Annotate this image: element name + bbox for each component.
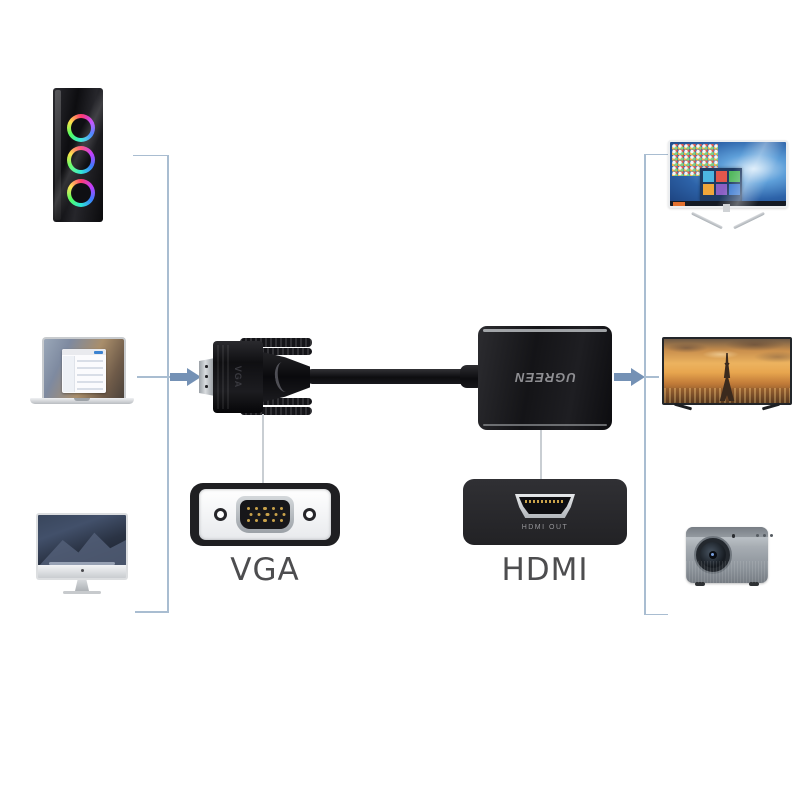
vga-pin — [255, 506, 259, 511]
arrow-head — [187, 368, 201, 386]
windows-monitor-icon — [668, 140, 788, 234]
vga-pin — [247, 518, 251, 523]
projector-lens-icon — [694, 536, 732, 574]
lens-core — [709, 551, 717, 559]
monitor-screen — [670, 142, 786, 206]
laptop-screen — [42, 337, 126, 400]
projector-icon — [686, 527, 768, 586]
vga-pin — [279, 506, 283, 511]
vga-pin-row — [247, 512, 289, 517]
window-button — [94, 350, 103, 354]
macbook-laptop-icon — [30, 337, 134, 405]
led-tv-icon — [662, 337, 792, 413]
wallpaper-mountain — [38, 532, 126, 567]
desktop-icons — [672, 144, 718, 176]
projector-buttons — [756, 534, 759, 537]
vga-port-closeup-icon — [190, 483, 340, 546]
vga-pin — [282, 512, 286, 517]
projector-foot — [695, 582, 705, 586]
imac-desktop-icon — [36, 513, 128, 594]
rgb-fan-icon — [67, 146, 95, 174]
projector-foot — [749, 582, 759, 586]
vga-pin-row — [244, 518, 286, 523]
dsub-face — [240, 500, 290, 529]
vga-thumbscrew — [240, 406, 312, 415]
hdmi-port-closeup-icon: HDMI OUT — [463, 479, 627, 545]
monitor-leg — [733, 211, 765, 230]
tv-screen — [664, 339, 790, 403]
dsub-connector-icon — [236, 496, 294, 533]
vga-thumbscrew — [252, 348, 312, 355]
laptop-app-window — [62, 349, 106, 393]
imac-dock — [48, 562, 116, 565]
arrow-shaft — [170, 373, 187, 381]
desktop-pc-tower-icon — [53, 88, 103, 222]
leader-line-hdmi — [540, 430, 542, 480]
bracket-line-vertical-left — [167, 154, 169, 613]
rgb-fan-icon — [67, 114, 95, 142]
vga-pin — [265, 512, 270, 517]
tv-frame — [662, 337, 792, 405]
city-lights — [664, 388, 790, 403]
arrow-lead-line-left — [137, 376, 172, 378]
monitor-neck — [723, 204, 730, 212]
arrow-sources-to-adapter-icon — [170, 368, 201, 386]
vga-male-plug-icon — [199, 358, 215, 396]
leader-line-vga — [262, 414, 264, 484]
bracket-line-top-left — [133, 154, 168, 156]
arrow-shaft — [614, 373, 631, 381]
arrow-adapter-to-displays-icon — [614, 368, 645, 386]
lens-ring — [700, 542, 726, 568]
vga-pin — [257, 512, 261, 517]
bracket-line-bottom-right — [644, 613, 668, 615]
projector-sensor — [731, 534, 735, 538]
vga-plug-marking: VGA — [233, 365, 243, 389]
laptop-base — [30, 398, 134, 404]
bracket-line-bottom-left — [135, 611, 168, 613]
imac-foot — [63, 591, 101, 594]
hdmi-out-marking: HDMI OUT — [521, 524, 569, 531]
window-content-lines — [77, 359, 103, 390]
vga-pin — [271, 506, 275, 511]
vga-thumbscrew — [252, 398, 312, 405]
vga-pin — [263, 518, 267, 523]
vga-pin — [247, 506, 251, 511]
monitor-bezel — [668, 140, 788, 208]
vga-pin — [279, 518, 283, 523]
vga-pin — [255, 518, 259, 523]
vga-faceplate — [199, 489, 331, 540]
monitor-leg — [691, 211, 723, 230]
vga-pin-row — [244, 506, 286, 511]
adapter-cable — [305, 369, 475, 384]
imac-stand — [75, 580, 89, 591]
arrow-head — [631, 368, 645, 386]
vga-pin — [271, 518, 275, 523]
hdmi-label: HDMI — [501, 552, 589, 588]
imac-chin — [36, 565, 128, 580]
vga-connector-body: VGA — [213, 341, 263, 413]
hdmi-pin-strip — [525, 500, 565, 503]
vga-label: VGA — [230, 552, 300, 588]
screw-hole-icon — [303, 508, 316, 521]
bracket-line-top-right — [644, 153, 671, 155]
start-menu-tiles — [700, 168, 742, 201]
vga-pin — [249, 512, 253, 517]
vga-pin-grid — [244, 504, 286, 525]
screw-hole-icon — [214, 508, 227, 521]
brand-logo: UGREEN — [514, 370, 576, 386]
hdmi-adapter-body: UGREEN — [478, 326, 612, 430]
vga-thumbscrew — [240, 338, 312, 347]
imac-screen — [36, 513, 128, 567]
bracket-line-vertical-right — [644, 153, 646, 615]
bracket-line-middle-right — [644, 376, 659, 378]
vga-pin — [274, 512, 278, 517]
vga-pin — [263, 506, 267, 511]
rgb-fan-icon — [67, 179, 95, 207]
apple-logo-icon — [80, 569, 84, 572]
